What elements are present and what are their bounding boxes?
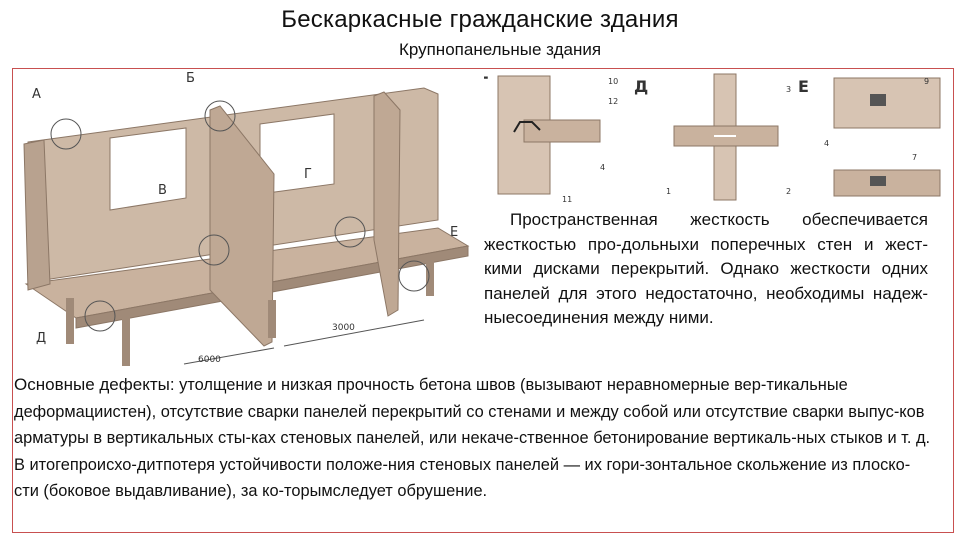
detail-num-1: 1 [666, 187, 671, 196]
slide-subtitle: Крупнопанельные здания [398, 40, 602, 59]
detail-num-4a: 4 [600, 163, 605, 172]
detail-title-d: Д [634, 77, 648, 96]
detail-num-11: 11 [562, 195, 572, 204]
detail-title-e: Е [798, 77, 809, 96]
defects-paragraph: Основные дефекты: утолщение и низкая про… [14, 372, 934, 505]
rigidity-paragraph: Пространственная жесткость обеспечиваетс… [484, 208, 928, 331]
detail-num-3: 3 [786, 85, 791, 94]
detail-num-12: 12 [608, 97, 618, 106]
joint-details-illustration: Г 10 12 11 4 Д 3 2 1 Е 7 9 4 [484, 73, 941, 204]
dimension-6000: 6000 [198, 355, 221, 365]
content-frame [12, 68, 954, 533]
detail-num-4b: 4 [824, 139, 829, 148]
callout-v: В [158, 183, 167, 198]
detail-num-2: 2 [786, 187, 791, 196]
defects-body: утолщение и низкая прочность бетона швов… [14, 376, 931, 500]
callout-d: Д [36, 331, 46, 346]
detail-num-10: 10 [608, 77, 618, 86]
callout-a: А [32, 87, 41, 102]
panel-building-illustration: А Б В Г Д Е 3000 6000 [23, 71, 470, 366]
defects-lead: Основные дефекты: [14, 375, 175, 394]
slide-title: Бескаркасные гражданские здания [281, 6, 679, 33]
callout-e: Е [450, 225, 458, 240]
detail-num-9: 9 [924, 77, 929, 86]
detail-num-7: 7 [912, 153, 917, 162]
callout-b: Б [186, 71, 195, 86]
detail-title-g: Г [484, 73, 488, 92]
callout-g: Г [304, 167, 312, 182]
dimension-3000: 3000 [332, 323, 355, 333]
